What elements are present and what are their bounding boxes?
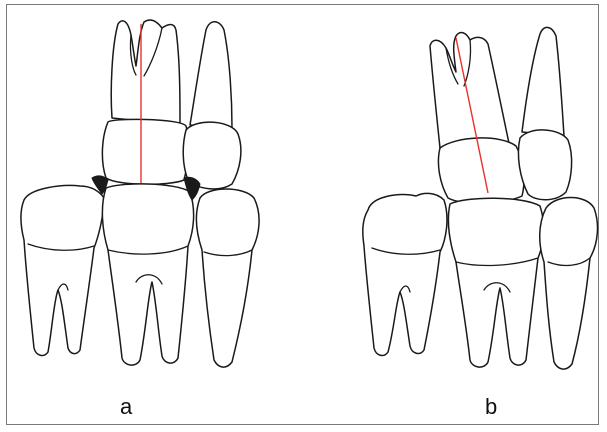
panel-b-lower-center-tooth bbox=[448, 198, 543, 367]
panel-b-drawing bbox=[363, 27, 598, 369]
panel-a-lower-center-tooth bbox=[102, 184, 193, 365]
panel-label-b: b bbox=[485, 394, 497, 420]
panel-a-upper-center-tooth bbox=[102, 20, 188, 184]
panel-b-lower-right-tooth bbox=[540, 198, 598, 370]
panel-a-lower-right-tooth bbox=[196, 189, 259, 367]
panel-label-a: a bbox=[120, 394, 132, 420]
panel-a-upper-right-tooth bbox=[183, 22, 241, 189]
panel-b-lower-left-tooth bbox=[363, 193, 447, 355]
panel-b-upper-center-tooth bbox=[430, 33, 524, 204]
panel-a-drawing bbox=[21, 20, 259, 367]
panel-a-lower-left-tooth bbox=[21, 186, 104, 356]
panel-b-upper-right-tooth bbox=[518, 27, 571, 199]
